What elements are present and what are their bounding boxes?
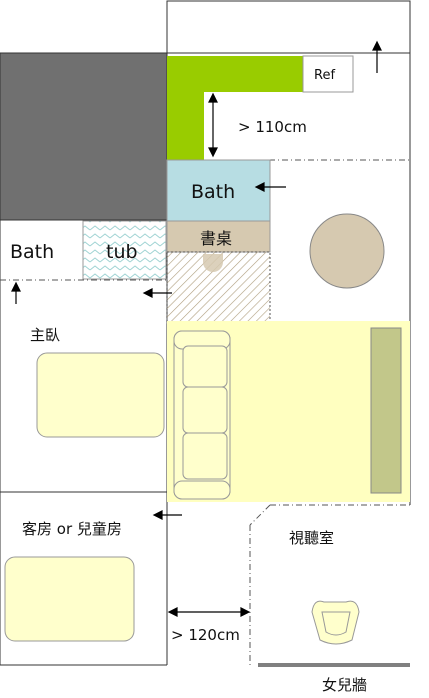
av-room-label: 視聽室 (289, 529, 334, 547)
round-table (309, 213, 385, 289)
armchair (311, 600, 360, 645)
daughter-wall-label: 女兒牆 (322, 676, 367, 694)
bath-left-label: Bath (10, 241, 54, 263)
desk-chair (203, 254, 223, 272)
refrigerator (302, 55, 354, 93)
guest-room-label: 客房 or 兒童房 (22, 520, 122, 538)
tub-label: tub (106, 241, 138, 263)
dash-dot-lines (0, 159, 410, 665)
dark-block (0, 52, 168, 221)
master-bed (36, 352, 165, 438)
dimension-110 (208, 92, 218, 158)
sofa (173, 330, 231, 500)
dimension-120 (167, 607, 251, 617)
dimension-120-label: > 120cm (171, 626, 240, 644)
dimension-110-label: > 110cm (238, 118, 307, 136)
kitchen-counter (167, 56, 303, 160)
tub (82, 220, 167, 280)
guest-bed (4, 556, 135, 642)
desk-label: 書桌 (200, 229, 232, 248)
armchair-seat (321, 611, 351, 636)
master-bedroom-label: 主臥 (30, 326, 60, 344)
ref-label: Ref (314, 68, 335, 83)
tv-cabinet (370, 327, 402, 494)
bath-upper-label: Bath (191, 181, 235, 203)
arrows (11, 40, 382, 520)
